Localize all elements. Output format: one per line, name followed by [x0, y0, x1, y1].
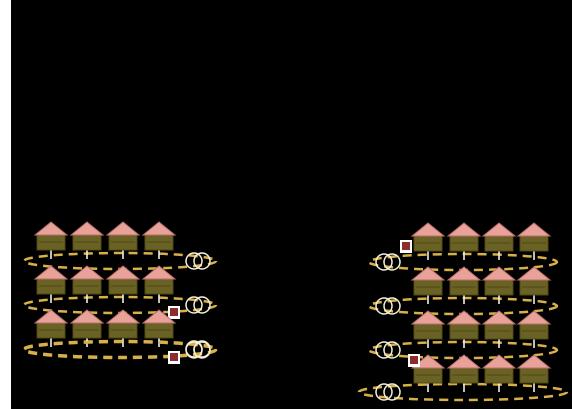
black-panel [11, 0, 572, 409]
meter-tag-icon [400, 240, 412, 253]
meter-tag-icon [408, 354, 420, 367]
meter-tag-icon [168, 351, 180, 364]
meter-tag-icon [168, 306, 180, 319]
